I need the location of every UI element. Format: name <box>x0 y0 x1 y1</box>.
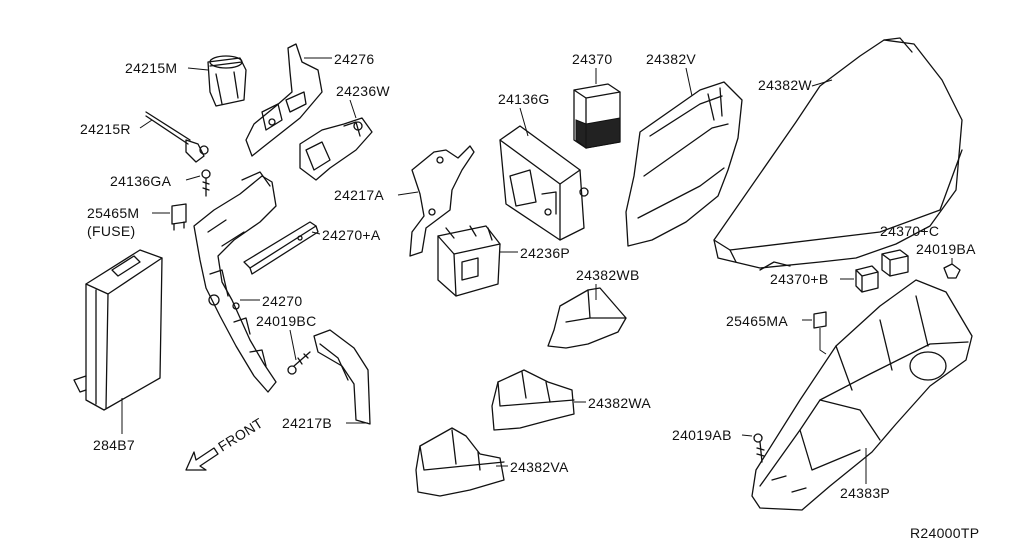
label-24382W: 24382W <box>758 77 812 93</box>
label-24215R: 24215R <box>80 121 131 137</box>
label-24382WA: 24382WA <box>588 395 651 411</box>
label-24217B: 24217B <box>282 415 332 431</box>
label-24370C: 24370+C <box>880 223 939 239</box>
part-24276 <box>245 43 323 157</box>
leader-24136G <box>519 107 529 137</box>
part-24270A <box>243 221 319 275</box>
part-24136GA <box>201 169 211 197</box>
label-25465MA: 25465MA <box>726 313 788 329</box>
front-arrow <box>185 447 219 471</box>
label-24370: 24370 <box>572 51 612 67</box>
label-24382WB: 24382WB <box>576 267 640 283</box>
part-284B7 <box>73 249 163 411</box>
label-24019BA: 24019BA <box>916 241 976 257</box>
label-fuse: (FUSE) <box>87 223 135 239</box>
part-24370C <box>881 249 909 277</box>
label-24136GA: 24136GA <box>110 173 172 189</box>
part-24382V <box>625 81 743 247</box>
part-24019BA <box>943 263 961 279</box>
label-24276: 24276 <box>334 51 374 67</box>
part-24019BC <box>287 351 311 375</box>
label-front: FRONT <box>215 415 266 455</box>
label-24370B: 24370+B <box>770 271 829 287</box>
leader-24236W <box>349 99 357 119</box>
label-24382VA: 24382VA <box>510 459 569 475</box>
label-24383P: 24383P <box>840 485 890 501</box>
label-284B7: 284B7 <box>93 437 135 453</box>
leader-24215R <box>139 119 153 129</box>
label-24382V: 24382V <box>646 51 696 67</box>
leader-24019BC <box>289 329 297 361</box>
part-24370 <box>573 83 621 150</box>
part-24215M <box>207 55 247 107</box>
part-24382W <box>713 37 963 271</box>
label-24215M: 24215M <box>125 60 177 76</box>
part-24383P <box>751 279 973 511</box>
part-24217A <box>409 145 475 257</box>
label-24270A: 24270+A <box>322 227 381 243</box>
part-24215R <box>145 111 209 163</box>
part-24382WA <box>491 369 575 431</box>
leader-24382W <box>811 79 833 87</box>
leader-24215M <box>187 67 209 71</box>
part-24019AB <box>753 433 765 463</box>
label-24270: 24270 <box>262 293 302 309</box>
leader-24217A <box>397 191 419 196</box>
label-24019BC: 24019BC <box>256 313 316 329</box>
label-24217A: 24217A <box>334 187 384 203</box>
label-24236P: 24236P <box>520 245 570 261</box>
part-24217B <box>313 329 371 425</box>
part-24382WB <box>547 287 627 349</box>
label-25465M: 25465M <box>87 205 139 221</box>
label-24236W: 24236W <box>336 83 390 99</box>
label-24136G: 24136G <box>498 91 550 107</box>
part-25465MA <box>813 311 827 355</box>
reference-code: R24000TP <box>910 525 979 541</box>
part-24382VA <box>415 427 505 497</box>
leader-24270A <box>311 231 321 235</box>
leader-24382V <box>685 67 693 97</box>
leader-24019AB <box>741 434 753 437</box>
leader-24136GA <box>185 175 201 181</box>
part-24270-bracket <box>193 171 277 393</box>
part-24136G <box>499 125 589 241</box>
part-24236P <box>437 225 501 297</box>
part-24370B <box>855 265 879 293</box>
part-24236W <box>299 117 373 181</box>
part-25465M <box>171 203 187 231</box>
label-24019AB: 24019AB <box>672 427 732 443</box>
